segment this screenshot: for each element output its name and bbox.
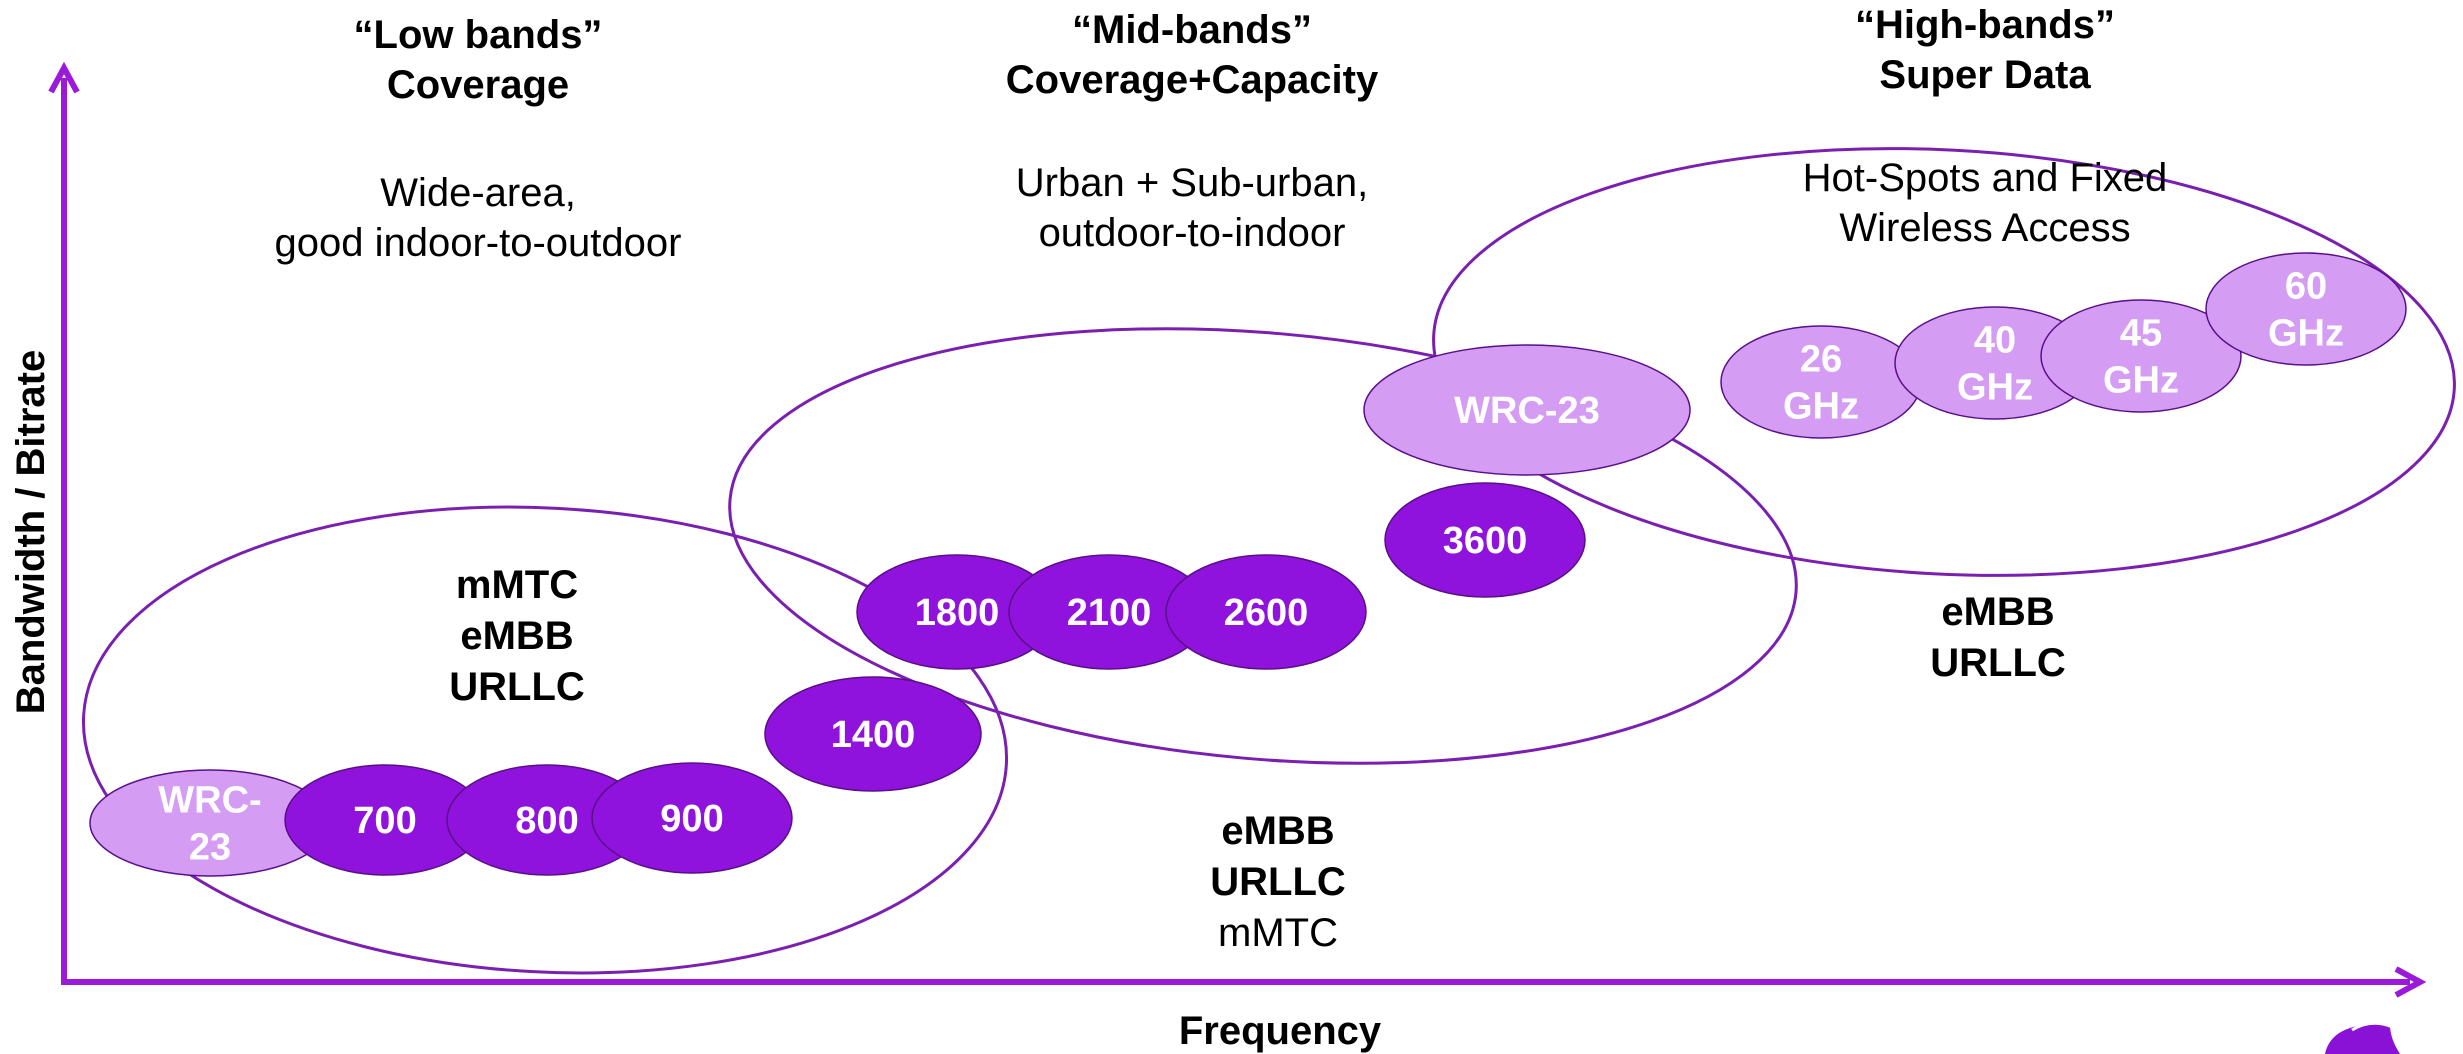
band-label: 2600 — [1224, 592, 1309, 634]
band-label-line: 1400 — [831, 714, 916, 756]
band-label-line: 2100 — [1067, 592, 1152, 634]
band-bubble: WRC-23 — [1363, 344, 1691, 476]
service-label: eMBB — [1941, 590, 2054, 634]
band-bubble: 900 — [591, 762, 793, 874]
band-ellipse — [591, 762, 793, 874]
coverage-region-1 — [81, 505, 1009, 975]
band-bubble: 1400 — [764, 676, 982, 792]
band-label-line: 900 — [660, 798, 723, 840]
coverage-region-2 — [728, 327, 1798, 765]
service-label: URLLC — [449, 665, 585, 709]
tier-2-heading-line: Coverage+Capacity — [1006, 58, 1379, 102]
band-label-line: 800 — [515, 800, 578, 842]
band-bubble: 1800 — [856, 554, 1058, 670]
tier-3-heading-line: “High-bands” — [1855, 3, 2115, 47]
band-label-line: 1800 — [915, 592, 1000, 634]
band-label-line: 60 — [2285, 266, 2327, 308]
band-label-line: WRC-23 — [1454, 390, 1600, 432]
band-ellipse — [2040, 299, 2242, 413]
band-ellipse — [1384, 482, 1586, 598]
band-label: 1400 — [831, 714, 916, 756]
axes: Frequency Bandwidth / Bitrate — [9, 61, 2427, 1053]
service-label: eMBB — [1221, 809, 1334, 853]
band-label-line: 2600 — [1224, 592, 1309, 634]
tier-3-description-line: Wireless Access — [1839, 206, 2130, 250]
tier-3-heading-line: Super Data — [1879, 53, 2091, 97]
tier-3-services: eMBB URLLC — [1930, 590, 2066, 685]
band-label-line: GHz — [2103, 360, 2179, 402]
x-axis-label: Frequency — [1179, 1009, 1382, 1053]
service-label: URLLC — [1930, 641, 2066, 685]
band-label-line: 23 — [189, 827, 231, 869]
service-label: mMTC — [456, 563, 578, 607]
tier-1-heading: “Low bands” Coverage — [354, 13, 603, 107]
band-bubble: WRC- 23 — [89, 769, 331, 877]
band-label-line: GHz — [2268, 313, 2344, 355]
logo-swoosh-icon — [2351, 1021, 2399, 1032]
band-ellipse — [1363, 344, 1691, 476]
band-bubble: 2600 — [1165, 554, 1367, 670]
tier-2-description-line: Urban + Sub-urban, — [1016, 161, 1368, 205]
band-ellipse — [764, 676, 982, 792]
band-bubble: 800 — [446, 764, 648, 876]
logo-icon — [2325, 1024, 2400, 1054]
band-label-line: 26 — [1800, 339, 1842, 381]
band-ellipse — [1165, 554, 1367, 670]
tier-1-description-line: good indoor-to-outdoor — [275, 221, 682, 265]
coverage-region-3 — [1432, 147, 2456, 577]
tier-1-services: mMTC eMBB URLLC — [449, 563, 585, 709]
band-bubble: 3600 — [1384, 482, 1586, 598]
band-label: 700 — [353, 800, 416, 842]
x-axis-arrow-icon — [2394, 966, 2427, 998]
service-label: mMTC — [1218, 911, 1338, 955]
band-ellipse — [2205, 252, 2407, 366]
service-label: URLLC — [1210, 860, 1346, 904]
band-label: WRC- 23 — [158, 780, 261, 869]
band-label-line: GHz — [1783, 386, 1859, 428]
band-label-line: WRC- — [158, 780, 261, 822]
coverage-regions — [81, 147, 2456, 975]
tier-2-heading: “Mid-bands” Coverage+Capacity — [1006, 8, 1379, 102]
band-label-line: 700 — [353, 800, 416, 842]
band-label-line: 45 — [2120, 313, 2162, 355]
y-axis-arrow-icon — [48, 61, 80, 94]
tier-2-description-line: outdoor-to-indoor — [1039, 211, 1346, 255]
band-bubble: 2100 — [1008, 554, 1210, 670]
tier-3-description-line: Hot-Spots and Fixed — [1803, 156, 2168, 200]
y-axis-label: Bandwidth / Bitrate — [9, 350, 53, 714]
tier-1-heading-line: “Low bands” — [354, 13, 603, 57]
band-label: 1800 — [915, 592, 1000, 634]
tier-1-description: Wide-area, good indoor-to-outdoor — [275, 171, 682, 265]
band-bubble: 700 — [284, 764, 486, 876]
band-label: 800 — [515, 800, 578, 842]
tier-3-heading: “High-bands” Super Data — [1855, 3, 2115, 97]
tier-1-description-line: Wide-area, — [380, 171, 576, 215]
band-label-line: 3600 — [1443, 520, 1528, 562]
band-label: 3600 — [1443, 520, 1528, 562]
tier-1-heading-line: Coverage — [387, 63, 569, 107]
band-label: 2100 — [1067, 592, 1152, 634]
band-label-line: GHz — [1957, 367, 2033, 409]
tier-2-heading-line: “Mid-bands” — [1072, 8, 1312, 52]
band-label-line: 40 — [1974, 320, 2016, 362]
tier-2-description: Urban + Sub-urban, outdoor-to-indoor — [1016, 161, 1368, 255]
band-label: WRC-23 — [1454, 390, 1600, 432]
tier-2-services: eMBB URLLC mMTC — [1210, 809, 1346, 955]
service-label: eMBB — [460, 614, 573, 658]
band-label: 900 — [660, 798, 723, 840]
